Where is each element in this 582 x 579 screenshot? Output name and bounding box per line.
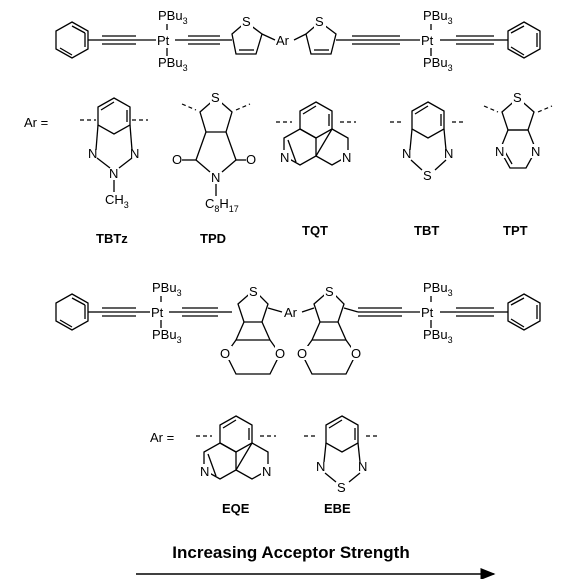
pt-label: Pt [151,305,164,320]
acceptor-tqt: N N TQT [276,101,356,238]
nitrogen-label: N [88,146,97,161]
ar-label: Ar [284,305,298,320]
triple-bond-1 [102,35,136,45]
c8h17-label: C8H17 [205,196,239,214]
nitrogen-label: N [342,150,351,165]
nitrogen-label: N [262,464,271,479]
ch3-label: CH3 [105,192,129,210]
pbu3-label: PBu3 [158,55,188,73]
edot-ring-right: S O O [297,284,363,375]
oxygen-label: O [220,346,230,361]
triple-bond-7 [358,307,402,317]
sulfur-label: S [423,168,432,183]
phenyl-ring-left [55,21,89,59]
thiophene-ring-right: S [305,14,337,55]
triple-bond-8 [456,307,494,317]
triple-bond-2 [188,35,220,45]
pbu3-label: PBu3 [152,327,182,345]
acceptor-label-tpt: TPT [503,223,528,238]
pbu3-label: PBu3 [158,8,188,26]
acceptor-label-tpd: TPD [200,231,226,246]
pt-label: Pt [157,33,170,48]
sulfur-label: S [315,14,324,29]
nitrogen-label: N [109,166,118,181]
ar-label: Ar [276,33,290,48]
pbu3-label: PBu3 [152,280,182,298]
nitrogen-label: N [211,170,220,185]
acceptor-eqe: N N EQE [196,415,276,516]
acceptor-label-tbtz: TBTz [96,231,128,246]
acceptor-tpt: S N N TPT [483,90,553,238]
nitrogen-label: N [444,146,453,161]
nitrogen-label: N [200,464,209,479]
pbu3-label: PBu3 [423,55,453,73]
pbu3-label: PBu3 [423,280,453,298]
bottom-polymer-structure: Pt PBu3 PBu3 S O O Ar [55,280,541,375]
triple-bond-5 [102,307,136,317]
oxygen-label: O [275,346,285,361]
acceptor-label-ebe: EBE [324,501,351,516]
sulfur-label: S [337,480,346,495]
triple-bond-3 [352,35,400,45]
oxygen-label: O [246,152,256,167]
top-polymer-structure: Pt PBu3 PBu3 S Ar S [55,8,541,73]
nitrogen-label: N [531,144,540,159]
sulfur-label: S [249,284,258,299]
ar-equals-label-1: Ar = [24,115,48,130]
nitrogen-label: N [316,459,325,474]
pbu3-label: PBu3 [423,327,453,345]
acceptor-tbt: N N S TBT [390,101,466,238]
triple-bond-4 [456,35,494,45]
sulfur-label: S [325,284,334,299]
nitrogen-label: N [402,146,411,161]
acceptor-strength-label: Increasing Acceptor Strength [172,543,410,562]
acceptor-tbtz: N N N CH3 TBTz [80,97,148,246]
nitrogen-label: N [280,150,289,165]
triple-bond-6 [182,307,218,317]
sulfur-label: S [242,14,251,29]
acceptor-label-eqe: EQE [222,501,250,516]
acceptor-tpd: S O O N C8H17 TPD [172,90,256,246]
phenyl-ring-right [507,21,541,59]
oxygen-label: O [297,346,307,361]
nitrogen-label: N [130,146,139,161]
sulfur-label: S [513,90,522,105]
ar-equals-label-2: Ar = [150,430,174,445]
acceptor-label-tbt: TBT [414,223,439,238]
oxygen-label: O [172,152,182,167]
nitrogen-label: N [358,459,367,474]
edot-ring-left: S O O [220,284,287,375]
oxygen-label: O [351,346,361,361]
sulfur-label: S [211,90,220,105]
nitrogen-label: N [495,144,504,159]
phenyl-ring-right-2 [507,293,541,331]
acceptor-label-tqt: TQT [302,223,328,238]
pbu3-label: PBu3 [423,8,453,26]
thiophene-ring-left: S [231,14,263,55]
pt-label: Pt [421,305,434,320]
pt-label: Pt [421,33,434,48]
acceptor-ebe: N N S EBE [304,415,380,516]
phenyl-ring-left-2 [55,293,89,331]
